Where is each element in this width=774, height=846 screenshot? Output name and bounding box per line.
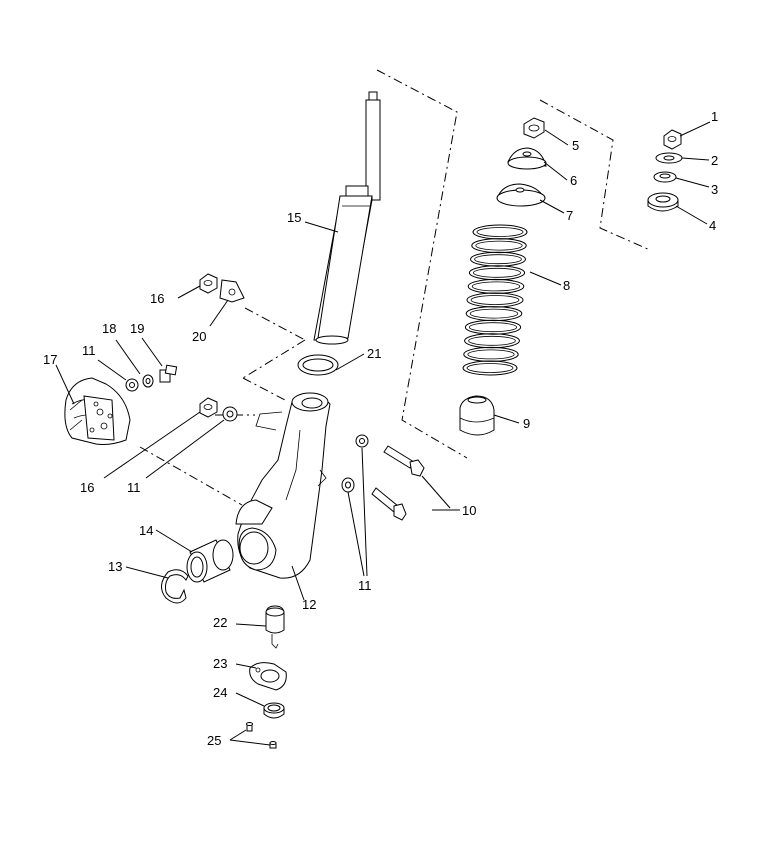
caliper-washer[interactable] — [125, 378, 139, 392]
callout-6: 6 — [570, 173, 577, 188]
shock-absorber[interactable] — [313, 91, 381, 345]
upper-mount-washer[interactable] — [655, 152, 683, 164]
callout-4: 4 — [709, 218, 716, 233]
upper-spring-seat[interactable] — [496, 183, 546, 207]
callout-25: 25 — [207, 733, 221, 748]
upper-mount-bushing[interactable] — [647, 192, 679, 212]
caliper-spacer[interactable] — [142, 374, 154, 388]
callout-16-upper: 16 — [150, 291, 164, 306]
callout-24: 24 — [213, 685, 227, 700]
upper-mount-nut[interactable] — [663, 129, 682, 150]
strut-seal-ring[interactable] — [297, 354, 339, 376]
spring-coil-inner — [470, 295, 520, 305]
spring-coil-inner — [466, 363, 514, 373]
retaining-pins[interactable] — [246, 722, 277, 749]
spring-coil — [462, 360, 518, 376]
spring-coil-inner — [474, 254, 522, 265]
spring-cup[interactable] — [507, 147, 547, 170]
knuckle-washer[interactable] — [222, 406, 238, 422]
ball-joint-plate[interactable] — [249, 662, 287, 691]
spring-coil-inner — [468, 322, 517, 333]
boot-clamp[interactable] — [263, 702, 285, 719]
wheel-bearing[interactable] — [186, 539, 234, 583]
callout-12: 12 — [302, 597, 316, 612]
callout-13: 13 — [108, 559, 122, 574]
knuckle-bolt-washers[interactable] — [341, 434, 369, 493]
spring-coil-inner — [472, 267, 521, 278]
callout-9: 9 — [523, 416, 530, 431]
callout-20: 20 — [192, 329, 206, 344]
coil-spring[interactable] — [462, 224, 528, 376]
steering-knuckle[interactable] — [235, 392, 331, 579]
callout-labels: 1 2 3 4 5 6 7 8 9 10 11 11 11 12 13 14 1… — [43, 109, 718, 748]
top-nut[interactable] — [523, 117, 545, 139]
callout-8: 8 — [563, 278, 570, 293]
knuckle-bolts[interactable] — [371, 445, 425, 521]
ball-joint[interactable] — [265, 605, 285, 649]
callout-14: 14 — [139, 523, 153, 538]
caliper-bracket-nut[interactable] — [199, 273, 218, 294]
upper-mount-spacer[interactable] — [653, 171, 677, 183]
callout-18: 18 — [102, 321, 116, 336]
callout-21: 21 — [367, 346, 381, 361]
callout-7: 7 — [566, 208, 573, 223]
callout-11-caliper: 11 — [82, 343, 96, 358]
callout-15: 15 — [287, 210, 301, 225]
callout-11-bolts: 11 — [358, 578, 372, 593]
lock-plate[interactable] — [219, 279, 245, 303]
callout-19: 19 — [130, 321, 144, 336]
spring-coil-inner — [469, 308, 519, 319]
brake-caliper[interactable] — [64, 377, 131, 445]
callout-23: 23 — [213, 656, 227, 671]
callout-5: 5 — [572, 138, 579, 153]
spring-coil-inner — [475, 240, 523, 251]
spring-coil-inner — [471, 281, 521, 292]
callout-3: 3 — [711, 182, 718, 197]
spring-coil-inner — [468, 335, 516, 346]
spring-coil-inner — [467, 349, 515, 360]
bump-stop[interactable] — [459, 395, 495, 436]
callout-1: 1 — [711, 109, 718, 124]
spring-coil-inner — [476, 227, 524, 237]
callout-10: 10 — [462, 503, 476, 518]
callout-16-lower: 16 — [80, 480, 94, 495]
knuckle-nut[interactable] — [199, 397, 218, 418]
callout-11-knuckle: 11 — [127, 480, 141, 495]
caliper-bolt[interactable] — [159, 364, 178, 383]
callout-17: 17 — [43, 352, 57, 367]
bearing-circlip[interactable] — [161, 569, 189, 604]
callout-22: 22 — [213, 615, 227, 630]
callout-2: 2 — [711, 153, 718, 168]
leader-lines — [55, 121, 711, 746]
